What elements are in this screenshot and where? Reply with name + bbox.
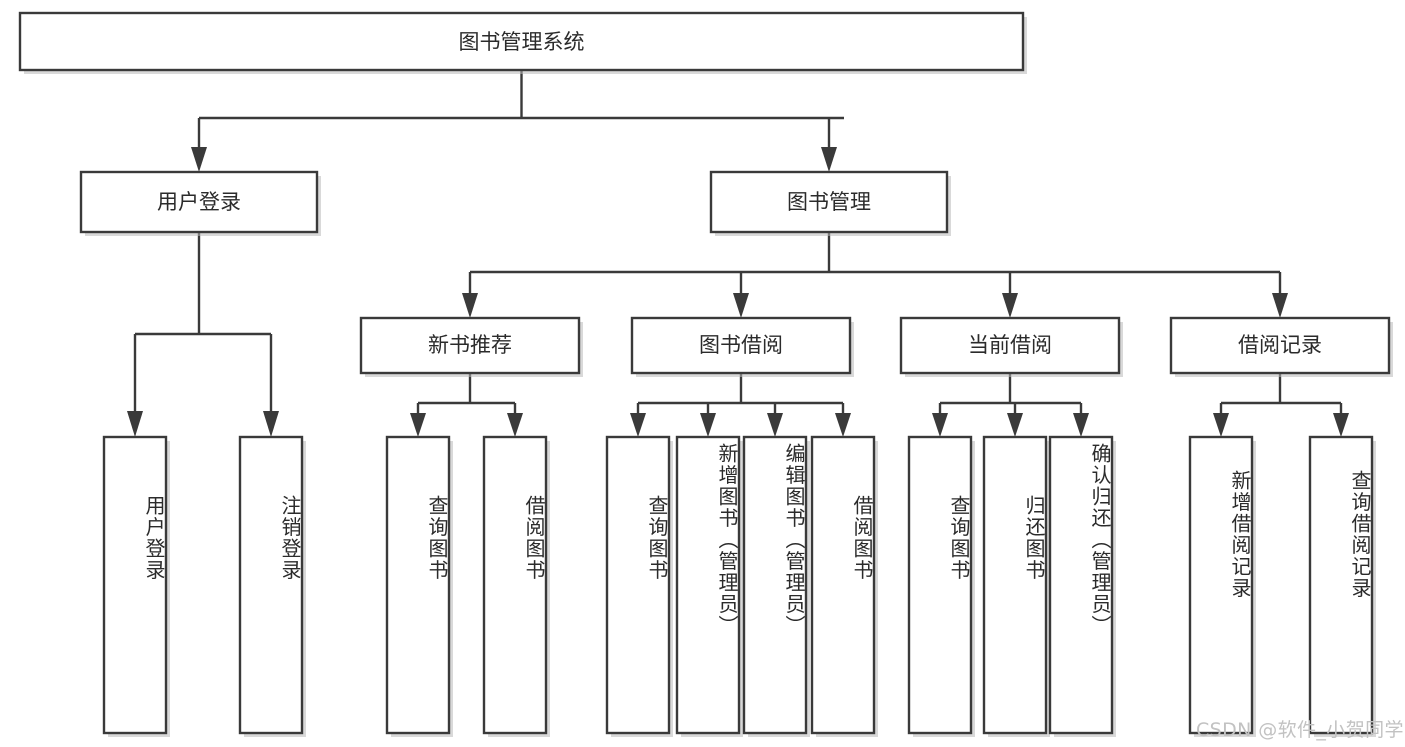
arrow-head-leaf-add-book (700, 413, 716, 437)
arrow-head-current-borrow (1002, 293, 1018, 318)
node-current-borrow[interactable]: 当前借阅 (899, 316, 1123, 377)
csdn-watermark: CSDN @软件_小贺同学 (1196, 719, 1404, 741)
arrow-head-leaf-query-record (1333, 413, 1349, 437)
connector-group-book-manage (462, 232, 1288, 318)
arrow-head-leaf-confirm-return (1073, 413, 1089, 437)
node-borrow-record[interactable]: 借阅记录 (1169, 316, 1393, 377)
node-user-login-label: 用户登录 (157, 190, 241, 214)
leaf-confirm-return-box[interactable] (1048, 435, 1114, 735)
leaf-edit-book-box[interactable] (742, 435, 808, 735)
arrow-head-new-book-recommend (462, 293, 478, 318)
leaf-borrow-book-1-box[interactable] (482, 435, 548, 735)
connector-group-root (191, 70, 844, 172)
arrow-head-leaf-borrow-book-2 (835, 413, 851, 437)
arrow-head-leaf-add-record (1213, 413, 1229, 437)
node-root-box[interactable] (18, 11, 1025, 72)
leaf-add-record-box[interactable] (1188, 435, 1254, 735)
arrow-head-book-borrow (733, 293, 749, 318)
arrow-head-leaf-return-book (1007, 413, 1023, 437)
node-new-book-recommend-label: 新书推荐 (428, 333, 512, 357)
leaf-add-book-box[interactable] (675, 435, 741, 735)
node-current-borrow-box[interactable] (899, 316, 1121, 375)
arrow-head-leaf-user-login (127, 411, 143, 437)
leaf-query-book-3-box[interactable] (907, 435, 973, 735)
arrow-head-leaf-query-book-1 (410, 413, 426, 437)
arrow-head-user-login (191, 147, 207, 172)
arrow-head-leaf-logout (263, 411, 279, 437)
leaf-query-record-box[interactable] (1308, 435, 1374, 735)
node-root-label: 图书管理系统 (459, 30, 585, 54)
connector-group-user-login (127, 232, 279, 437)
arrow-head-leaf-edit-book (767, 413, 783, 437)
leaf-query-book-1-box[interactable] (385, 435, 451, 735)
leaf-user-login-box[interactable] (102, 435, 168, 735)
node-book-borrow[interactable]: 图书借阅 (630, 316, 854, 377)
connector-group-current-borrow (932, 373, 1089, 437)
node-book-manage-box[interactable] (709, 170, 949, 234)
node-book-borrow-label: 图书借阅 (699, 333, 783, 357)
node-borrow-record-label: 借阅记录 (1238, 333, 1322, 357)
arrow-head-borrow-record (1272, 293, 1288, 318)
node-current-borrow-label: 当前借阅 (968, 333, 1052, 357)
node-user-login-box[interactable] (79, 170, 319, 234)
leaf-boxes (102, 435, 1376, 737)
leaf-borrow-book-2-box[interactable] (810, 435, 876, 735)
leaf-query-book-2-box[interactable] (605, 435, 671, 735)
leaf-return-book-box[interactable] (982, 435, 1048, 735)
node-book-borrow-box[interactable] (630, 316, 852, 375)
node-root[interactable]: 图书管理系统 (18, 11, 1027, 74)
node-new-book-recommend[interactable]: 新书推荐 (359, 316, 583, 377)
connector-group-book-borrow (630, 373, 851, 437)
arrow-head-leaf-query-book-3 (932, 413, 948, 437)
node-new-book-recommend-box[interactable] (359, 316, 581, 375)
connector-group-borrow-record (1213, 373, 1349, 437)
connector-group-new-book-recommend (410, 373, 523, 437)
arrow-head-leaf-query-book-2 (630, 413, 646, 437)
node-book-manage-label: 图书管理 (787, 190, 871, 214)
arrow-head-leaf-borrow-book-1 (507, 413, 523, 437)
leaf-logout-box[interactable] (238, 435, 304, 735)
node-book-manage[interactable]: 图书管理 (709, 170, 951, 236)
node-user-login[interactable]: 用户登录 (79, 170, 321, 236)
node-borrow-record-box[interactable] (1169, 316, 1391, 375)
arrow-head-book-manage (821, 147, 837, 172)
